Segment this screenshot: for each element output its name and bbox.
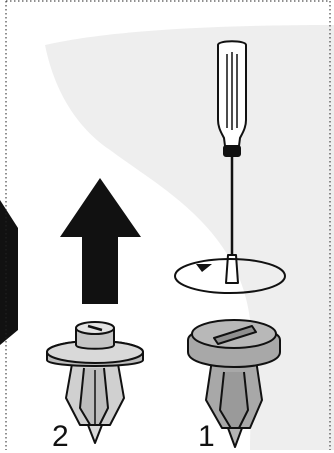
screwdriver-icon — [217, 40, 247, 284]
left-edge-wedge — [0, 200, 18, 345]
push-clip-2 — [46, 321, 144, 444]
step-1-label: 1 — [198, 420, 215, 453]
up-arrow-icon — [60, 178, 141, 304]
rotation-indicator — [174, 258, 286, 294]
step-2-label: 2 — [52, 420, 69, 453]
push-clip-1 — [187, 319, 281, 448]
